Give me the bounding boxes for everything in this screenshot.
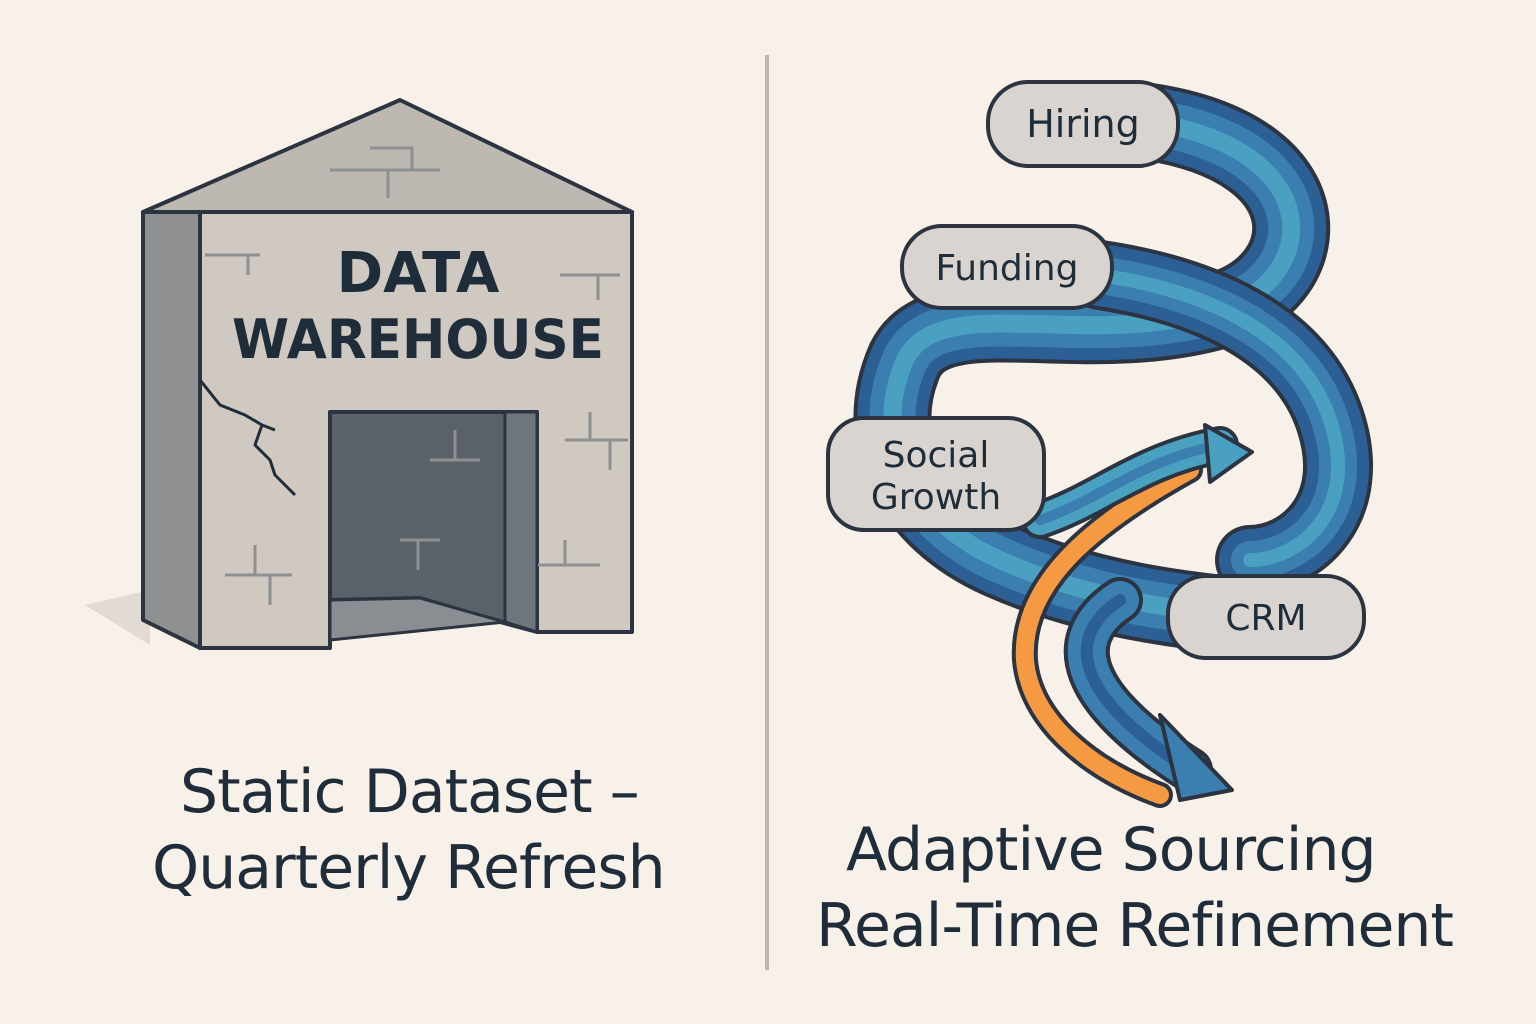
- label-funding-text: Funding: [936, 248, 1079, 289]
- right-caption-line1: Adaptive Sourcing: [846, 820, 1376, 880]
- arrowhead-lower: [1160, 715, 1232, 800]
- left-caption-line1: Static Dataset –: [180, 762, 639, 822]
- label-crm: CRM: [1168, 576, 1364, 658]
- label-social-line1: Social: [883, 435, 990, 476]
- warehouse-icon: DATA WAREHOUSE: [85, 100, 632, 648]
- label-funding: Funding: [902, 226, 1112, 308]
- right-caption-line2: Real-Time Refinement: [816, 896, 1453, 956]
- warehouse-sign-line2: WAREHOUSE: [232, 308, 604, 371]
- label-social-line2: Growth: [871, 477, 1001, 518]
- label-social-growth: Social Growth: [828, 418, 1044, 530]
- label-hiring: Hiring: [988, 82, 1178, 166]
- warehouse-sign-line1: DATA: [337, 241, 500, 306]
- left-caption-line2: Quarterly Refresh: [152, 838, 665, 898]
- label-hiring-text: Hiring: [1026, 102, 1140, 146]
- label-crm-text: CRM: [1225, 598, 1306, 639]
